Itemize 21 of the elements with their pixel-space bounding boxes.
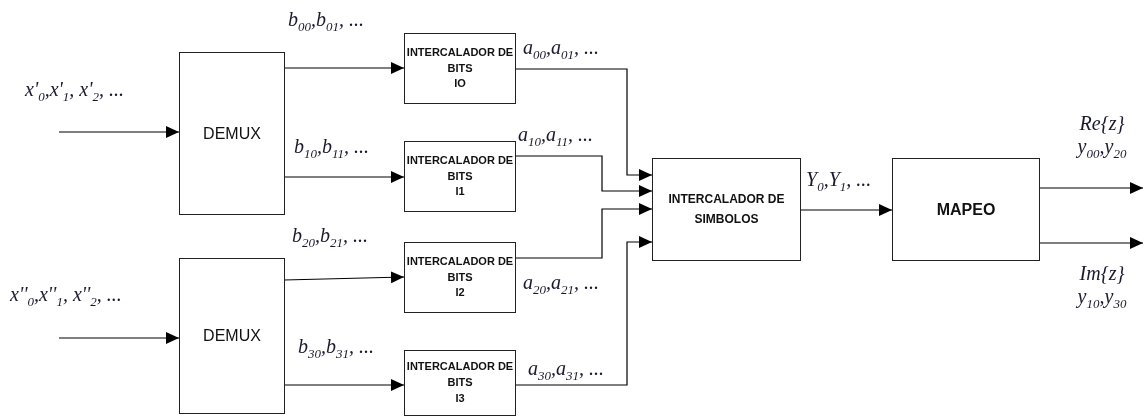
demux-box: DEMUX [179, 258, 285, 414]
interleaver-box: INTERCALADOR DE SIMBOLOS [652, 158, 801, 261]
arrow [1038, 182, 1144, 194]
interleaver-box: INTERCALADOR DE BITS IO [404, 33, 516, 104]
arrow [1038, 237, 1144, 249]
interleaver-box: INTERCALADOR DE BITS I2 [404, 242, 516, 313]
arrow [514, 203, 653, 259]
arrow [283, 379, 405, 391]
arrow [283, 62, 405, 74]
arrow [514, 236, 653, 386]
arrow [283, 171, 405, 183]
interleaver-box: INTERCALADOR DE BITS I3 [404, 350, 516, 416]
mapper-box: MAPEO [892, 158, 1040, 261]
demux-box: DEMUX [179, 52, 285, 215]
interleaver-box: INTERCALADOR DE BITS I1 [404, 141, 516, 212]
arrow [799, 204, 893, 216]
arrow [514, 68, 653, 181]
arrow [58, 332, 180, 344]
arrow [283, 271, 405, 284]
arrow [514, 155, 653, 197]
arrow [58, 126, 180, 138]
